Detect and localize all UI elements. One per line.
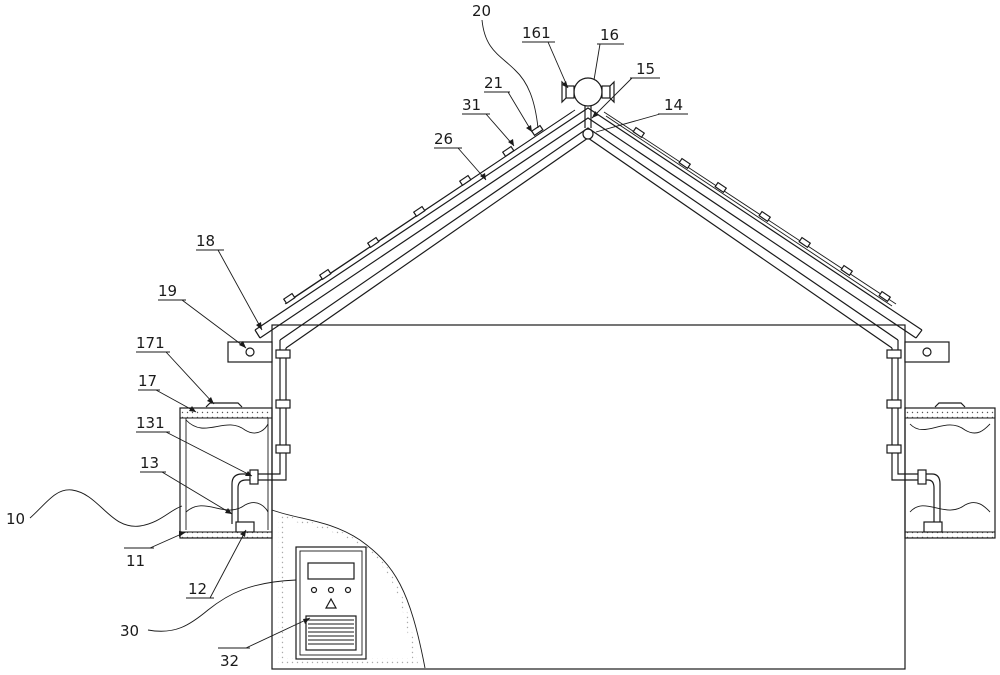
label-161: 161	[522, 24, 551, 42]
label-32: 32	[220, 652, 239, 670]
label-26: 26	[434, 130, 453, 148]
left-water-tank	[179, 402, 273, 539]
right-bracket	[904, 341, 950, 363]
label-11: 11	[126, 552, 145, 570]
label-171: 171	[136, 334, 165, 352]
leader-lines	[29, 19, 688, 649]
label-31: 31	[462, 96, 481, 114]
label-10: 10	[6, 510, 25, 528]
label-30: 30	[120, 622, 139, 640]
right-water-tank	[904, 402, 996, 539]
roof	[254, 107, 923, 349]
cabinet-vent	[305, 615, 357, 651]
label-14: 14	[664, 96, 683, 114]
roof-panels-left	[282, 109, 576, 305]
label-15: 15	[636, 60, 655, 78]
label-131: 131	[136, 414, 165, 432]
label-21: 21	[484, 74, 503, 92]
left-downpipe	[260, 340, 291, 481]
label-19: 19	[158, 282, 177, 300]
label-16: 16	[600, 26, 619, 44]
label-17: 17	[138, 372, 157, 390]
label-20: 20	[472, 2, 491, 20]
top-fan-assembly	[561, 77, 615, 140]
roof-panels-right	[603, 111, 897, 307]
building-body	[271, 324, 906, 670]
label-13: 13	[140, 454, 159, 472]
label-12: 12	[188, 580, 207, 598]
reference-labels: 20 161 16 15 14 21 31 26 18 19 171 17 13…	[6, 2, 683, 670]
right-downpipe	[886, 340, 918, 481]
left-bracket	[227, 341, 273, 363]
label-18: 18	[196, 232, 215, 250]
control-cabinet	[295, 546, 367, 660]
